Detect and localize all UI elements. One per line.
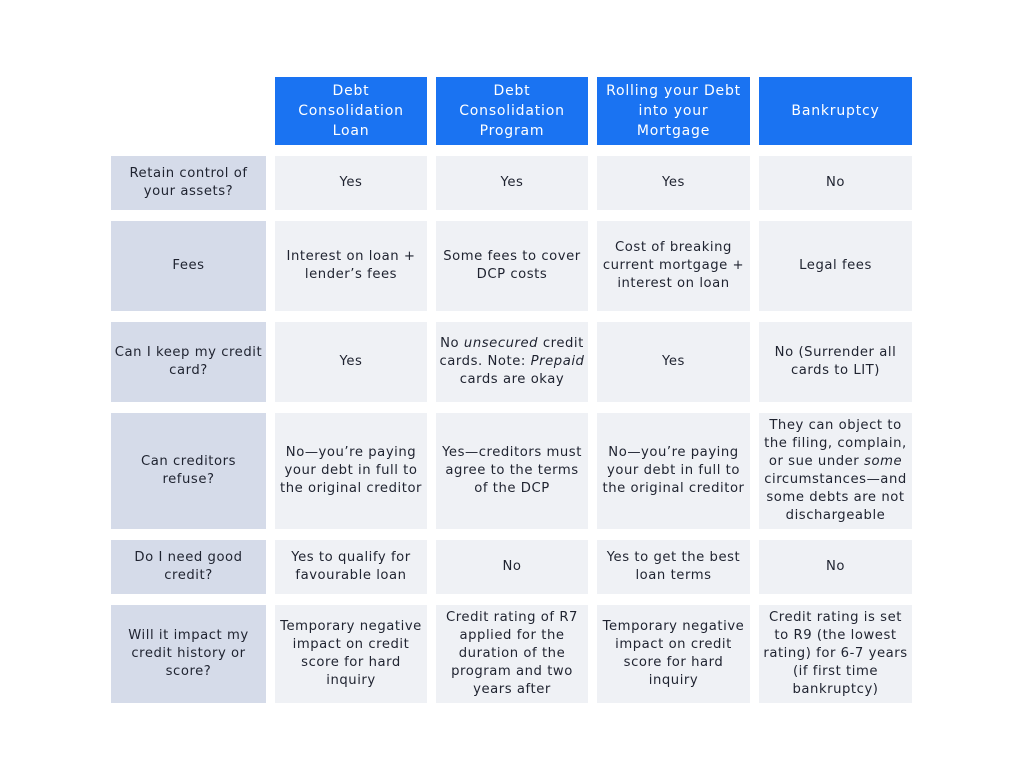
- row-label-retain-control: Retain control of your assets?: [111, 156, 266, 210]
- table-corner: [111, 77, 266, 145]
- table-cell: No (Surrender all cards to LIT): [759, 322, 912, 402]
- table-cell: No—you’re paying your debt in full to th…: [275, 413, 427, 529]
- row-label-credit-impact: Will it impact my credit history or scor…: [111, 605, 266, 703]
- table-cell: Interest on loan + lender’s fees: [275, 221, 427, 311]
- table-cell: Cost of breaking current mortgage + inte…: [597, 221, 750, 311]
- table-cell: Yes: [597, 322, 750, 402]
- table-cell: Yes—creditors must agree to the terms of…: [436, 413, 588, 529]
- table-cell: No: [436, 540, 588, 594]
- table-cell: Yes to get the best loan terms: [597, 540, 750, 594]
- row-label-creditors-refuse: Can creditors refuse?: [111, 413, 266, 529]
- column-header-consolidation-loan: Debt Consolidation Loan: [275, 77, 427, 145]
- table-cell: Temporary negative impact on credit scor…: [597, 605, 750, 703]
- column-header-bankruptcy: Bankruptcy: [759, 77, 912, 145]
- table-cell: Yes: [275, 156, 427, 210]
- table-cell: Yes to qualify for favourable loan: [275, 540, 427, 594]
- table-cell: No—you’re paying your debt in full to th…: [597, 413, 750, 529]
- table-cell: No: [759, 540, 912, 594]
- row-label-fees: Fees: [111, 221, 266, 311]
- table-cell: Yes: [436, 156, 588, 210]
- column-header-consolidation-program: Debt Consolidation Program: [436, 77, 588, 145]
- row-label-good-credit: Do I need good credit?: [111, 540, 266, 594]
- table-cell: Credit rating of R7 applied for the dura…: [436, 605, 588, 703]
- table-cell: Credit rating is set to R9 (the lowest r…: [759, 605, 912, 703]
- column-header-rolling-mortgage: Rolling your Debt into your Mortgage: [597, 77, 750, 145]
- comparison-table: Debt Consolidation Loan Debt Consolidati…: [111, 77, 912, 703]
- table-cell: Some fees to cover DCP costs: [436, 221, 588, 311]
- table-cell: They can object to the filing, complain,…: [759, 413, 912, 529]
- table-cell: Yes: [597, 156, 750, 210]
- table-cell: No: [759, 156, 912, 210]
- table-cell: Temporary negative impact on credit scor…: [275, 605, 427, 703]
- table-cell: Yes: [275, 322, 427, 402]
- table-cell: No unsecured credit cards. Note: Prepaid…: [436, 322, 588, 402]
- table-cell: Legal fees: [759, 221, 912, 311]
- row-label-keep-credit-card: Can I keep my credit card?: [111, 322, 266, 402]
